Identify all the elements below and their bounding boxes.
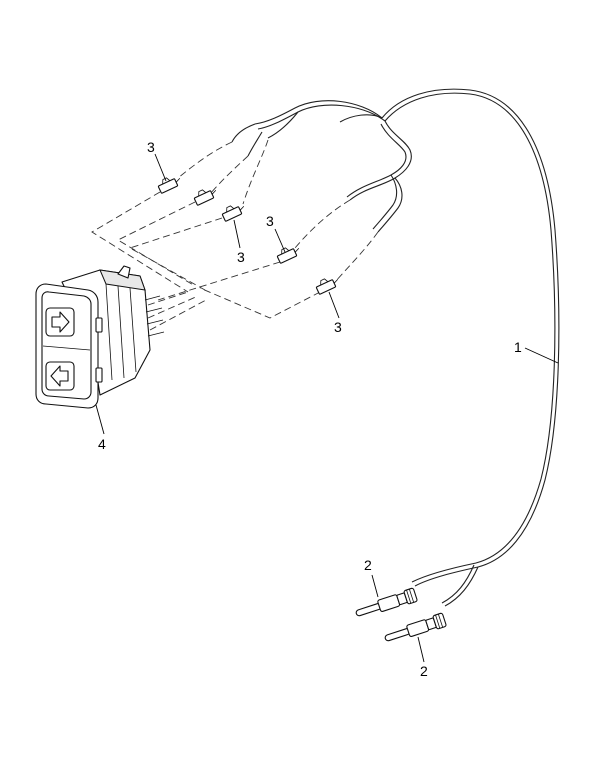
left-arrow-icon (50, 365, 69, 387)
callout-harness: 1 (514, 339, 522, 355)
callout-terminal-b: 3 (237, 249, 245, 265)
callout-terminal-a: 3 (147, 139, 155, 155)
callout-switch: 4 (98, 436, 106, 452)
pin-lower (384, 612, 447, 642)
callout-terminal-c: 3 (266, 213, 274, 229)
callout-pin-lower: 2 (420, 663, 428, 679)
right-arrow-icon (51, 311, 70, 333)
leader-lines (95, 153, 559, 663)
pin-upper (355, 587, 418, 617)
wiring-harness (231, 88, 560, 607)
terminal-5 (315, 278, 339, 295)
terminal-4 (276, 247, 300, 264)
terminal-2 (193, 189, 217, 206)
terminal-3 (221, 205, 245, 222)
callout-terminal-d: 3 (334, 319, 342, 335)
rocker-switch (35, 265, 165, 409)
dashed-wire-routing (91, 139, 379, 331)
terminal-1 (157, 177, 181, 194)
callout-pin-upper: 2 (364, 557, 372, 573)
